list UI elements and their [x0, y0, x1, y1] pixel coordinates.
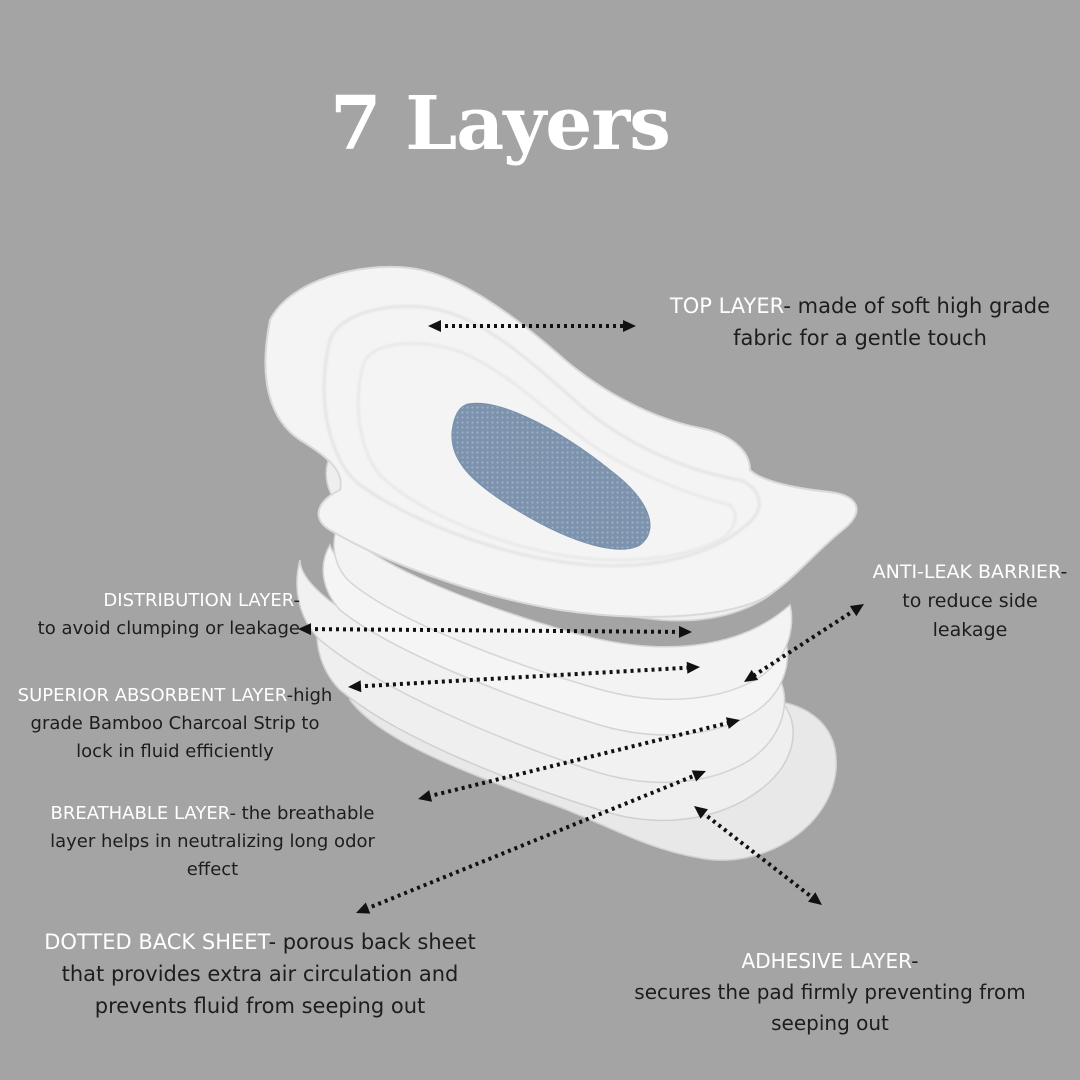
- layer-name: BREATHABLE LAYER: [50, 803, 230, 824]
- arrow-distribution-head-end: [678, 625, 692, 638]
- layer-description: grade Bamboo Charcoal Strip to: [30, 713, 320, 734]
- layer-name: ANTI-LEAK BARRIER: [872, 561, 1061, 583]
- arrow-adhesive-head-end: [808, 892, 822, 905]
- layer-description: secures the pad firmly preventing from: [634, 980, 1026, 1004]
- label-distribution-layer: DISTRIBUTION LAYER- to avoid clumping or…: [0, 587, 300, 643]
- layer-name: ADHESIVE LAYER: [741, 949, 912, 973]
- arrow-breathable-line: [427, 720, 731, 799]
- arrow-dotted-head-end: [691, 770, 706, 782]
- arrow-adhesive-line: [700, 810, 816, 901]
- layer-name: DISTRIBUTION LAYER: [103, 590, 294, 611]
- layer-description: seeping out: [771, 1011, 889, 1035]
- arrow-top-head-end: [623, 320, 636, 332]
- layer-description: - the breathable: [229, 803, 375, 824]
- layer-description: -: [1060, 561, 1068, 583]
- layer-name: TOP LAYER: [669, 294, 784, 318]
- arrow-breathable-head-end: [725, 717, 740, 729]
- layer-description: -high: [286, 685, 333, 706]
- arrow-breathable-head-start: [418, 790, 433, 802]
- arrow-dotted-head-start: [356, 902, 371, 914]
- label-adhesive-layer: ADHESIVE LAYER- secures the pad firmly p…: [615, 946, 1045, 1039]
- pad-layer-distribution: [333, 517, 793, 701]
- layer-description: to reduce side: [902, 590, 1038, 612]
- layer-description: leakage: [932, 619, 1008, 641]
- layer-description: lock in fluid efficiently: [76, 741, 274, 762]
- layer-description: -: [293, 590, 301, 611]
- layer-description: prevents fluid from seeping out: [94, 994, 426, 1018]
- layer-description: - porous back sheet: [268, 930, 476, 954]
- page-title: 7 Layers: [330, 81, 671, 167]
- arrow-superior-head-start: [348, 680, 362, 693]
- bamboo-charcoal-strip: [451, 402, 651, 550]
- arrow-distribution-head-start: [298, 623, 312, 636]
- pad-top-layer: [264, 265, 858, 618]
- layer-description: - made of soft high grade: [783, 294, 1051, 318]
- layer-description: effect: [186, 859, 239, 880]
- arrow-top-head-start: [428, 320, 441, 332]
- layer-description: fabric for a gentle touch: [733, 326, 987, 350]
- layer-description: that provides extra air circulation and: [61, 962, 459, 986]
- layer-name: SUPERIOR ABSORBENT LAYER: [17, 685, 287, 706]
- arrow-adhesive-head-start: [694, 806, 708, 819]
- label-anti-leak-barrier: ANTI-LEAK BARRIER- to reduce side leakag…: [860, 558, 1080, 645]
- layer-name: DOTTED BACK SHEET: [44, 930, 269, 954]
- layer-description: to avoid clumping or leakage: [37, 618, 300, 639]
- label-top-layer: TOP LAYER- made of soft high grade fabri…: [640, 290, 1080, 354]
- label-dotted-back-sheet: DOTTED BACK SHEET- porous back sheet tha…: [30, 926, 490, 1022]
- arrow-antileak-head-end: [744, 669, 759, 682]
- label-breathable-layer: BREATHABLE LAYER- the breathable layer h…: [30, 800, 395, 884]
- layer-description: layer helps in neutralizing long odor: [50, 831, 375, 852]
- arrow-antileak-head-start: [849, 604, 864, 617]
- pointer-arrows: [298, 320, 864, 914]
- layer-description: -: [911, 949, 919, 973]
- label-superior-absorbent-layer: SUPERIOR ABSORBENT LAYER-high grade Bamb…: [0, 682, 350, 766]
- arrow-superior-head-end: [686, 661, 700, 674]
